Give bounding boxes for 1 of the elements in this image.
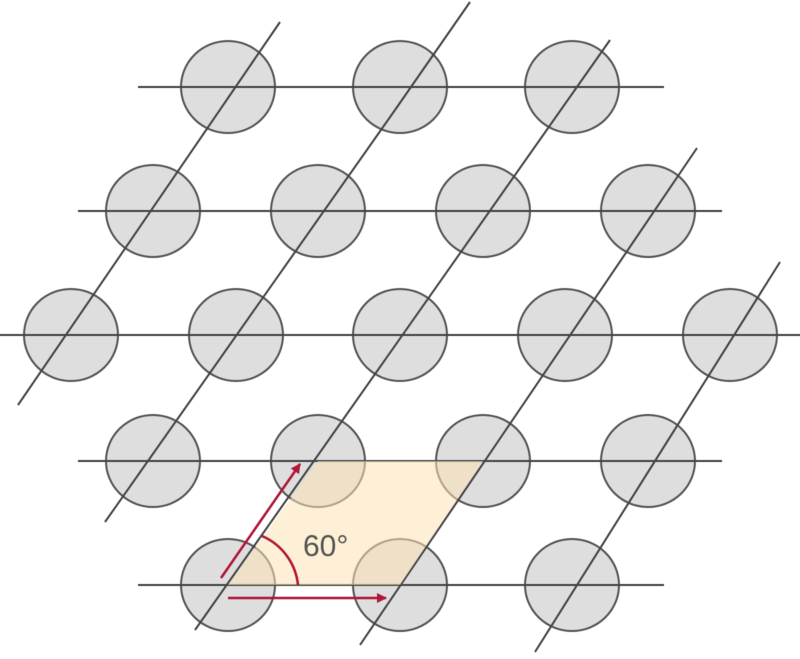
angle-label: 60° (303, 532, 348, 562)
